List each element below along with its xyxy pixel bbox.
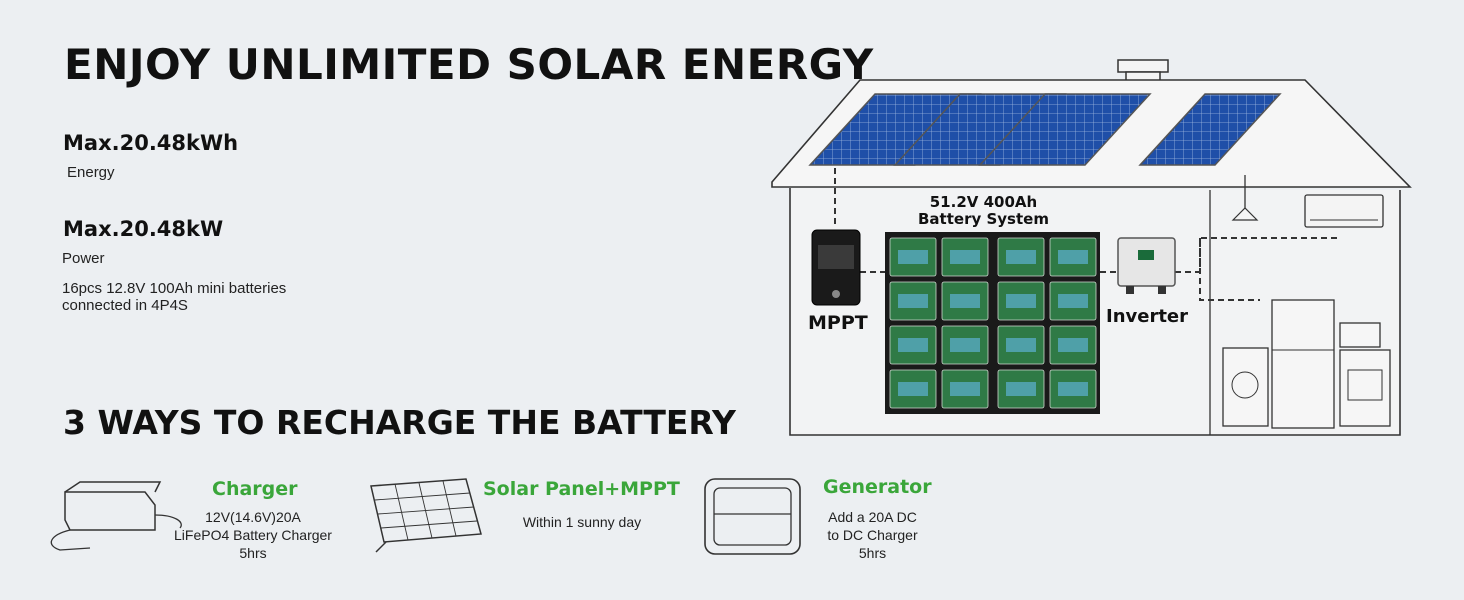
battery-cell-label: [1006, 294, 1036, 308]
inverter-unit: [1117, 237, 1176, 294]
energy-label: Energy: [67, 164, 115, 181]
battery-cell-label: [950, 338, 980, 352]
battery-config-note: 16pcs 12.8V 100Ah mini batteries connect…: [62, 280, 287, 314]
energy-value: Max.20.48kWh: [63, 131, 239, 155]
battery-cell-label: [1006, 338, 1036, 352]
charger-title: Charger: [212, 478, 298, 500]
battery-system-label: 51.2V 400Ah Battery System: [918, 194, 1049, 228]
battery-cell-label: [1006, 250, 1036, 264]
solar-panel-icon: [370, 478, 482, 553]
generator-desc: Add a 20A DC to DC Charger 5hrs: [800, 508, 945, 562]
house-illustration: [771, 59, 1412, 436]
generator-desc-line: 5hrs: [858, 545, 887, 561]
charger-icon: [50, 481, 182, 551]
headline: ENJOY UNLIMITED SOLAR ENERGY: [64, 40, 874, 89]
battery-cell-label: [1058, 382, 1088, 396]
battery-cell-label: [898, 338, 928, 352]
charger-desc-line: 5hrs: [239, 545, 267, 561]
charger-desc-line: 12V(14.6V)20A: [205, 509, 301, 525]
house-system-diagram: 51.2V 400Ah Battery System MPPT Inverter: [760, 50, 1460, 450]
recharge-title: 3 WAYS TO RECHARGE THE BATTERY: [63, 403, 736, 442]
charger-desc-line: LiFePO4 Battery Charger: [174, 527, 332, 543]
generator-title: Generator: [823, 476, 932, 498]
battery-cell-label: [898, 382, 928, 396]
battery-cell-label: [950, 382, 980, 396]
battery-cell-label: [950, 250, 980, 264]
solar-panel-desc: Within 1 sunny day: [507, 513, 657, 531]
battery-cell-label: [898, 294, 928, 308]
power-label: Power: [62, 250, 105, 267]
roof-solar-panels: [808, 93, 1282, 166]
battery-cell-label: [950, 294, 980, 308]
mppt-label: MPPT: [808, 312, 868, 334]
battery-cell-label: [1006, 382, 1036, 396]
battery-grid: [889, 237, 1097, 409]
generator-desc-line: Add a 20A DC: [828, 509, 917, 525]
generator-icon: [704, 478, 801, 555]
mppt-controller: [811, 229, 861, 306]
battery-cell-label: [1058, 250, 1088, 264]
battery-cell-label: [1058, 294, 1088, 308]
battery-system-name: Battery System: [918, 210, 1049, 228]
battery-cell-label: [1058, 338, 1088, 352]
solar-panel-desc-line: Within 1 sunny day: [522, 514, 642, 530]
inverter-label: Inverter: [1106, 306, 1189, 327]
generator-desc-line: to DC Charger: [827, 527, 918, 543]
solar-panel-title: Solar Panel+MPPT: [483, 478, 680, 500]
battery-cell-label: [898, 250, 928, 264]
battery-system-spec: 51.2V 400Ah: [929, 193, 1038, 211]
charger-desc: 12V(14.6V)20A LiFePO4 Battery Charger 5h…: [166, 508, 340, 562]
power-value: Max.20.48kW: [63, 217, 224, 241]
